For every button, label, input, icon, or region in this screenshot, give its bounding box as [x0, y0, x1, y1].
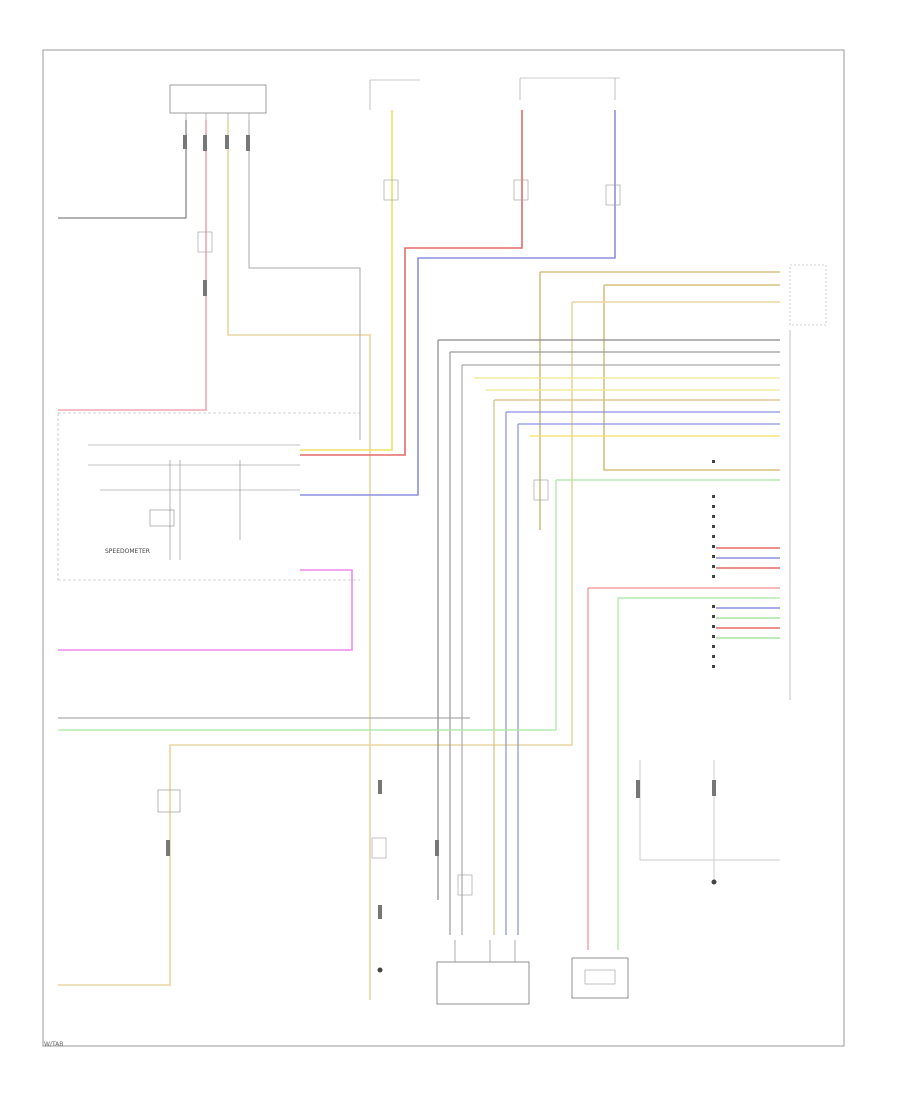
wire-group [58, 110, 780, 1000]
wire-tags [166, 135, 716, 919]
wire-black [58, 120, 187, 219]
footer-label: W/TAB [44, 1041, 64, 1048]
right-connector-block [789, 264, 827, 700]
wire-pink [58, 120, 207, 411]
wire-red-lower [587, 587, 780, 950]
wire-red [300, 110, 523, 456]
connector-pins [712, 460, 715, 668]
wire-yellow [300, 110, 393, 451]
combination-meter-box: SPEEDOMETER [57, 412, 360, 581]
top-left-connector-component [169, 84, 267, 120]
wire-tan-1 [227, 120, 371, 1000]
ground-point [711, 879, 717, 885]
wire-green-lower [617, 597, 780, 950]
bottom-center-ecu [436, 940, 530, 1005]
bottom-right-sensor [571, 957, 629, 999]
wire-magenta [58, 569, 353, 651]
wire-blue [300, 110, 616, 496]
inline-connectors [197, 179, 621, 896]
diagram-border [42, 49, 845, 1047]
wire-green [58, 479, 780, 731]
pin-color-stubs [716, 547, 780, 639]
bottom-left-sensor [157, 789, 383, 973]
top-center-fuse-block [369, 77, 620, 110]
wire-gray-1 [248, 120, 361, 440]
speedometer-label: SPEEDOMETER [105, 548, 150, 555]
